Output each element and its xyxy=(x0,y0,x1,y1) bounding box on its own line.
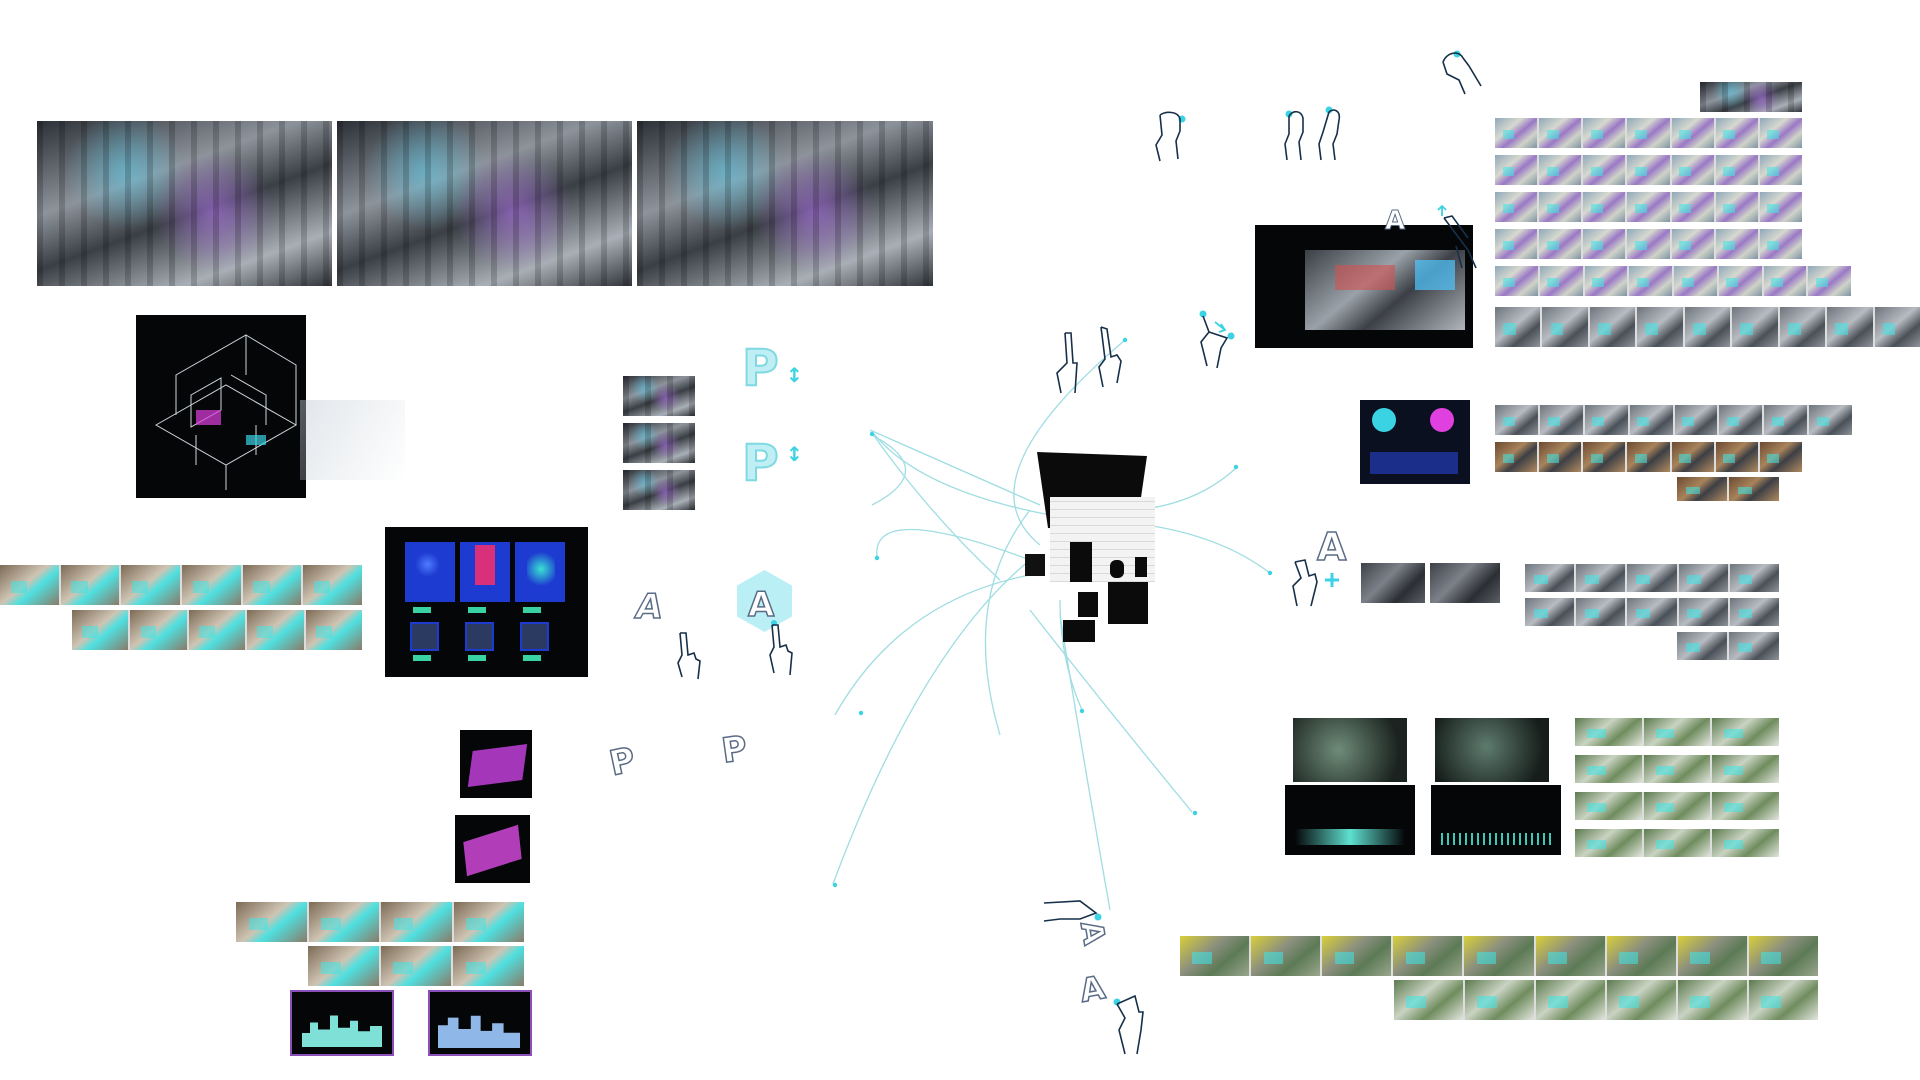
map-strip-4 xyxy=(1495,229,1802,259)
rotate-hand-icon xyxy=(1043,900,1102,922)
terrain-model-thumb-2 xyxy=(455,815,530,883)
vertical-arrow-icon-1: ↕ xyxy=(786,363,803,387)
yellow-strip-1 xyxy=(1180,936,1818,976)
map-strip-2 xyxy=(1495,155,1802,185)
interface-magenta-element xyxy=(475,545,495,585)
thumb-stack-3 xyxy=(623,470,695,510)
tap-hand-icon-1 xyxy=(677,632,701,680)
spread-hand-icon xyxy=(1199,310,1235,369)
hold-hand-icon xyxy=(1113,994,1144,1055)
lab-strip-right-3 xyxy=(1677,632,1779,660)
terrain-magenta-surface-2 xyxy=(463,824,522,877)
interface-btn-2[interactable] xyxy=(468,607,486,613)
selector-menu-bar[interactable] xyxy=(1370,452,1458,474)
swipe-up-hand-icon xyxy=(1437,204,1477,269)
interface-btn-4[interactable] xyxy=(413,655,431,661)
plan-block-c xyxy=(1110,560,1124,578)
lab-strip-wide xyxy=(1495,307,1920,347)
particle-render-2 xyxy=(1435,718,1549,782)
interface-square-2 xyxy=(465,622,494,651)
pinch-hand-icon-3 xyxy=(1442,50,1482,95)
interface-cyan-element xyxy=(527,549,555,589)
terrain-magenta-surface-1 xyxy=(467,744,528,787)
plan-block-f xyxy=(1063,620,1095,642)
particle-spikes-cyan xyxy=(1441,833,1551,845)
screenshot-panel-2 xyxy=(337,121,632,286)
film-strip-left-2 xyxy=(72,610,363,650)
map-strip-3 xyxy=(1495,192,1802,222)
letter-a-right: A xyxy=(1316,525,1347,569)
film-strip-left-1 xyxy=(0,565,363,605)
pinch-hand-icon-2 xyxy=(1284,106,1341,161)
interface-square-1 xyxy=(410,622,439,651)
interface-btn-3[interactable] xyxy=(523,607,541,613)
green-strip-4 xyxy=(1575,829,1780,857)
thumb-stack-1 xyxy=(623,376,695,416)
isometric-model-shadow xyxy=(300,400,405,480)
workspace-overlay-panel xyxy=(1255,225,1473,348)
letter-a-2: A xyxy=(747,585,775,625)
thumb-stack-2 xyxy=(623,423,695,463)
terrain-model-thumb-1 xyxy=(460,730,532,798)
particle-render-3 xyxy=(1285,785,1415,855)
skyline-render-2 xyxy=(428,990,532,1056)
green-strip-3 xyxy=(1575,792,1780,820)
vertical-arrow-icon-2: ↕ xyxy=(786,442,803,466)
particle-terrain-cyan xyxy=(1295,829,1405,845)
letter-p-4: P xyxy=(719,728,751,773)
grab-hand-icon xyxy=(1292,559,1339,607)
coffee-thumb-1 xyxy=(1361,563,1425,603)
tap-hand-icon-2 xyxy=(769,620,793,676)
holographic-interface-panel xyxy=(385,527,588,677)
interface-blue-element xyxy=(415,552,440,577)
coffee-thumb-2 xyxy=(1430,563,1500,603)
isometric-model-graphic xyxy=(154,334,298,490)
isometric-model-render xyxy=(136,315,306,498)
plan-block-e xyxy=(1108,582,1148,624)
particle-render-4 xyxy=(1431,785,1561,855)
ui-strip-3 xyxy=(1677,477,1779,501)
lab-strip-right-2 xyxy=(1525,598,1780,626)
plan-block-b xyxy=(1135,557,1147,577)
map-strip-5 xyxy=(1495,266,1851,296)
interface-square-3 xyxy=(520,622,549,651)
green-strip-bottom xyxy=(1394,980,1818,1020)
film-strip-bottom-left-2 xyxy=(308,946,525,986)
film-strip-bottom-left-1 xyxy=(236,902,524,942)
map-strip-1 xyxy=(1495,118,1802,148)
screenshot-panel-3 xyxy=(637,121,933,286)
skyline-render-1 xyxy=(290,990,394,1056)
workspace-overlay-screen xyxy=(1415,260,1455,290)
particle-render-1 xyxy=(1293,718,1407,782)
selector-cyan-button[interactable] xyxy=(1372,408,1396,432)
plan-block-a xyxy=(1070,542,1092,582)
pinch-hand-icon-1 xyxy=(1155,111,1186,162)
open-hands-icon xyxy=(1056,326,1122,394)
interface-btn-1[interactable] xyxy=(413,607,431,613)
interface-btn-6[interactable] xyxy=(523,655,541,661)
green-strip-1 xyxy=(1575,718,1780,746)
plan-block-d xyxy=(1078,592,1098,617)
thumb-top-right xyxy=(1700,82,1802,112)
skyline-shape-2 xyxy=(438,1015,520,1048)
letter-p-1: P xyxy=(741,339,780,397)
ui-strip-1 xyxy=(1495,405,1852,435)
green-strip-2 xyxy=(1575,755,1780,783)
workspace-overlay-highlight xyxy=(1335,265,1395,290)
letter-p-2: P xyxy=(741,434,780,492)
central-floorplan xyxy=(1025,452,1155,652)
selector-ui-panel xyxy=(1360,400,1470,484)
ui-strip-2 xyxy=(1495,442,1802,472)
skyline-shape-1 xyxy=(302,1015,382,1047)
screenshot-panel-1 xyxy=(37,121,332,286)
plan-block-left xyxy=(1025,554,1045,576)
interface-btn-5[interactable] xyxy=(468,655,486,661)
selector-magenta-button[interactable] xyxy=(1430,408,1454,432)
letter-a-top: A xyxy=(1384,206,1406,236)
lab-strip-right-1 xyxy=(1525,564,1780,592)
